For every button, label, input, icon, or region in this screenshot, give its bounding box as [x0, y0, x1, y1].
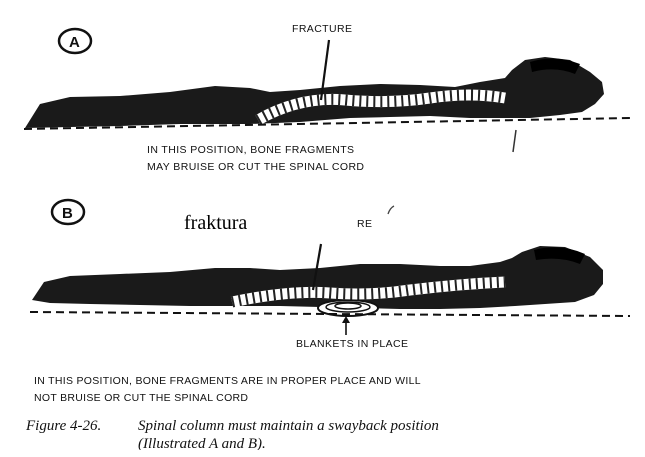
figure-caption-line-1: Spinal column must maintain a swayback p… [138, 418, 439, 435]
panel-b-letter: B [62, 205, 73, 222]
panel-a-note-line-2: MAY BRUISE OR CUT THE SPINAL CORD [147, 159, 364, 176]
panel-a-body-silhouette [25, 57, 604, 128]
panel-b-stray-mark [388, 206, 394, 214]
panel-a-note-line-1: IN THIS POSITION, BONE FRAGMENTS [147, 142, 354, 159]
panel-b-blankets-label: BLANKETS IN PLACE [296, 336, 408, 353]
panel-a-letter: A [69, 34, 80, 51]
fraktura-label: fraktura [184, 212, 247, 235]
fraktura-overlay-box: fraktura [176, 206, 318, 242]
panel-a: A [24, 29, 630, 152]
panel-b-note-line-2: NOT BRUISE OR CUT THE SPINAL CORD [34, 390, 248, 407]
panel-a-fracture-label: FRACTURE [292, 21, 352, 38]
figure-caption-prefix: Figure 4-26. [26, 418, 101, 435]
panel-b-note-line-1: IN THIS POSITION, BONE FRAGMENTS ARE IN … [34, 373, 421, 390]
panel-b-fracture-label-remnant: RE [357, 216, 372, 233]
panel-b-body-silhouette [32, 246, 603, 309]
panel-b: B [30, 200, 630, 335]
panel-b-blankets-arrowhead [342, 316, 350, 323]
figure-caption-line-2: (Illustrated A and B). [138, 436, 266, 450]
panel-a-tick-mark [513, 130, 516, 152]
